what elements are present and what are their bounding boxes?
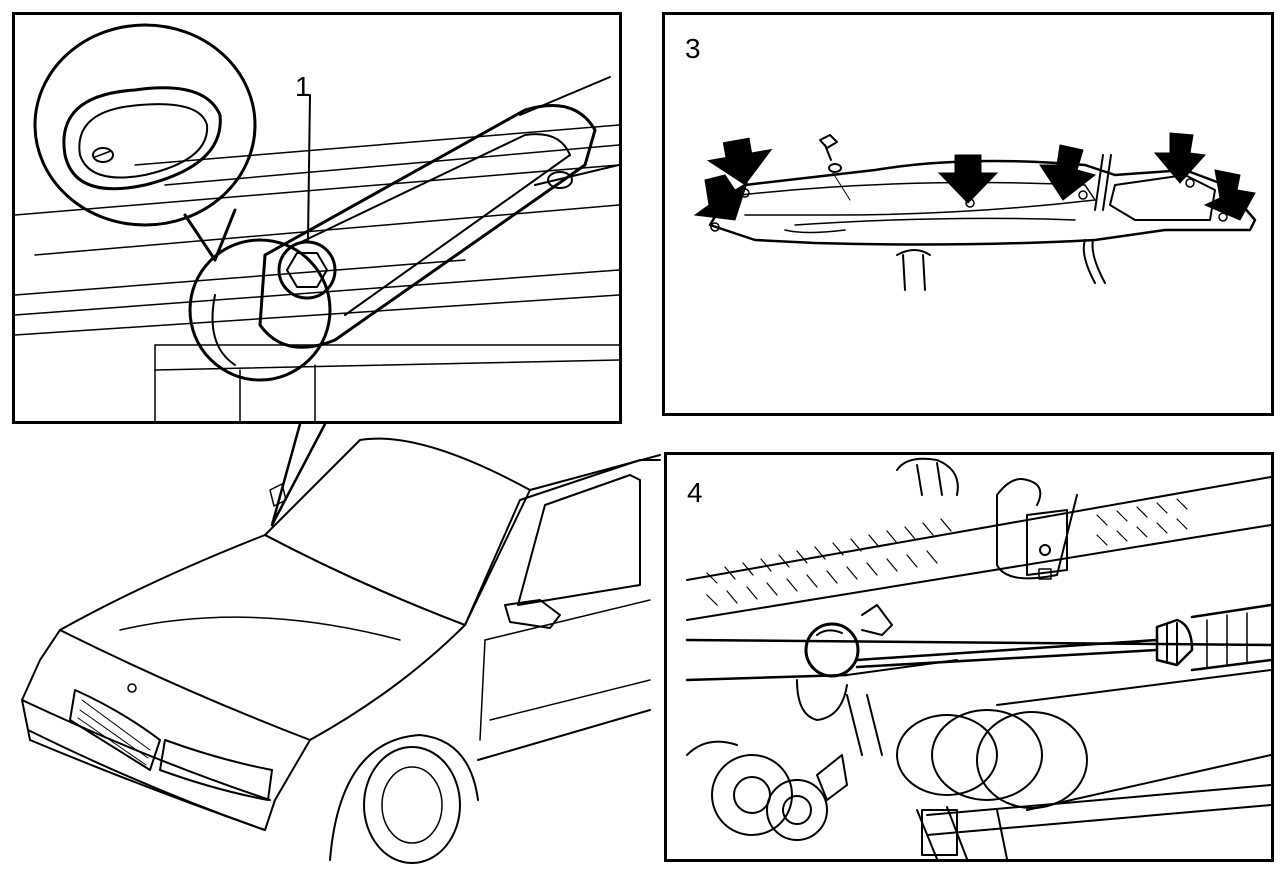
cowl-panel-drawing: [693, 132, 1257, 291]
bolt-icon: [819, 134, 851, 201]
arrow-icon: [706, 137, 773, 186]
step-number-3: 3: [685, 33, 701, 64]
wiper-arm-detail-panel: 1: [12, 12, 622, 424]
arrow-icon: [937, 154, 999, 204]
step-number-4: 4: [687, 477, 703, 508]
arrow-icon: [1203, 169, 1256, 221]
step-3-panel: 3: [662, 12, 1274, 416]
screwdriver-icon: [855, 603, 1271, 672]
arrow-icon: [1153, 132, 1207, 184]
arrow-icon: [1039, 144, 1097, 201]
arrow-icon: [693, 174, 748, 221]
step-4-panel: 4: [664, 452, 1274, 862]
wiper-arm-detail-drawing: [15, 23, 619, 421]
callout-number-1: 1: [295, 71, 311, 102]
wiper-linkage-drawing: [685, 457, 1271, 859]
